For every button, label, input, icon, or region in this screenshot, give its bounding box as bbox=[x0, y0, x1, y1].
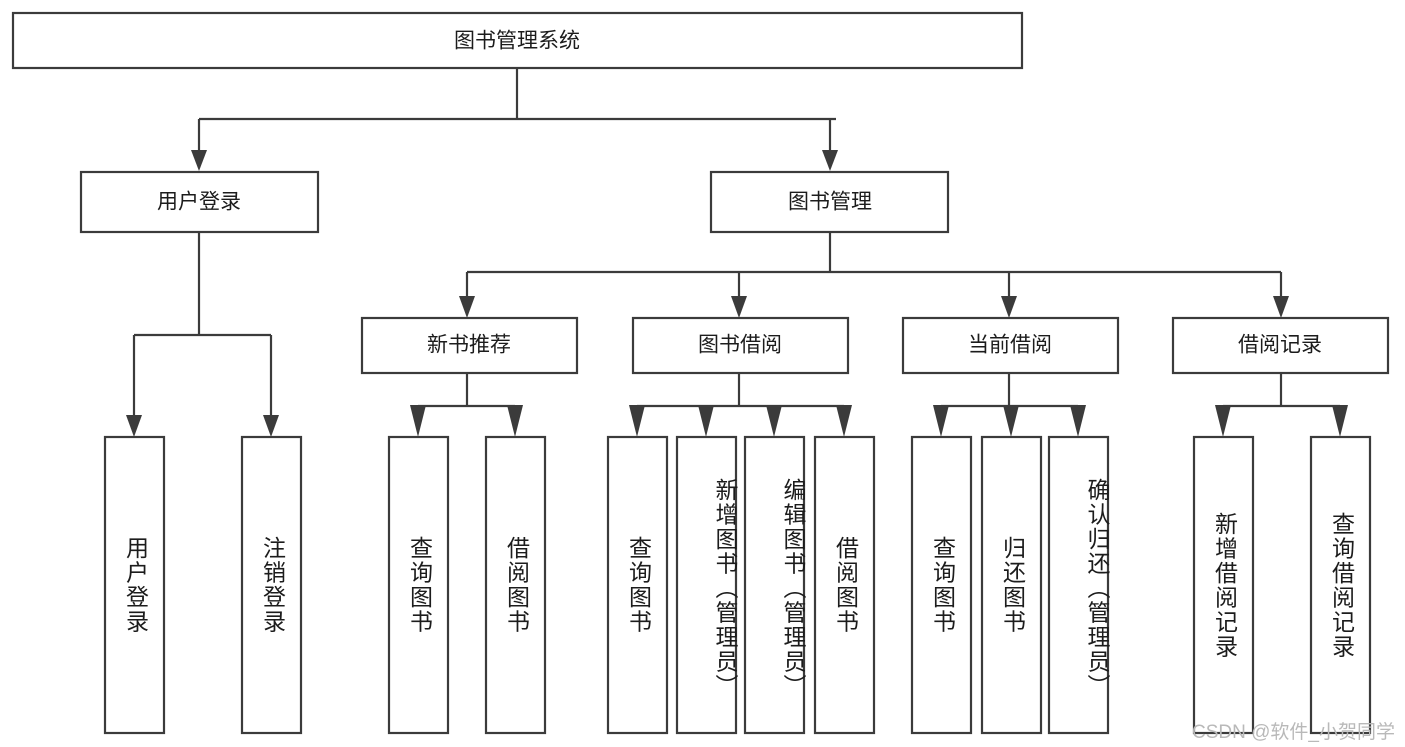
arrowhead-leaf-borrow-book-2 bbox=[836, 405, 852, 437]
arrowhead-leaf-add-book bbox=[698, 405, 714, 437]
arrowhead-leaf-add-record bbox=[1215, 405, 1231, 437]
arrowhead-book-borrow bbox=[731, 296, 747, 318]
arrowhead-borrow-record bbox=[1273, 296, 1289, 318]
watermark-text: CSDN @软件_小贺同学 bbox=[1192, 722, 1395, 743]
node-box-user-login[interactable] bbox=[79, 170, 320, 234]
arrowhead-leaf-query-book-3 bbox=[933, 405, 949, 437]
node-label-borrow-record: 借阅记录 bbox=[1238, 334, 1322, 357]
node-box-leaf-add-book[interactable] bbox=[675, 435, 738, 735]
node-box-leaf-borrow-book-2[interactable] bbox=[813, 435, 876, 735]
node-box-leaf-query-book-1[interactable] bbox=[387, 435, 450, 735]
connector-group-borrow-record bbox=[1215, 373, 1348, 437]
node-box-leaf-query-book-3[interactable] bbox=[910, 435, 973, 735]
node-box-book-borrow[interactable] bbox=[631, 316, 850, 375]
node-box-leaf-query-record[interactable] bbox=[1309, 435, 1372, 735]
arrowhead-leaf-confirm-return bbox=[1070, 405, 1086, 437]
node-label-current-borrow: 当前借阅 bbox=[968, 334, 1052, 357]
node-box-current-borrow[interactable] bbox=[901, 316, 1120, 375]
node-label-new-book-recommend: 新书推荐 bbox=[427, 334, 511, 357]
node-box-leaf-user-logout[interactable] bbox=[240, 435, 303, 735]
arrowhead-current-borrow bbox=[1001, 296, 1017, 318]
node-box-leaf-borrow-book-1[interactable] bbox=[484, 435, 547, 735]
connector-group-book-manage bbox=[459, 232, 1289, 318]
node-box-root[interactable] bbox=[11, 11, 1024, 70]
node-box-borrow-record[interactable] bbox=[1171, 316, 1390, 375]
node-box-new-book-recommend[interactable] bbox=[360, 316, 579, 375]
node-label-book-manage: 图书管理 bbox=[788, 191, 872, 214]
connector-group-book-borrow bbox=[629, 373, 852, 437]
arrowhead-leaf-edit-book bbox=[766, 405, 782, 437]
node-label-book-borrow: 图书借阅 bbox=[698, 334, 782, 357]
arrowhead-user-login bbox=[191, 150, 207, 171]
arrowhead-leaf-return-book bbox=[1003, 405, 1019, 437]
node-box-leaf-return-book[interactable] bbox=[980, 435, 1043, 735]
arrowhead-leaf-borrow-book-1 bbox=[507, 405, 523, 437]
node-box-book-manage[interactable] bbox=[709, 170, 950, 234]
node-box-leaf-add-record[interactable] bbox=[1192, 435, 1255, 735]
node-box-leaf-edit-book[interactable] bbox=[743, 435, 806, 735]
arrowhead-leaf-user-login bbox=[126, 415, 142, 437]
node-box-leaf-confirm-return[interactable] bbox=[1047, 435, 1110, 735]
connector-group-user-login bbox=[126, 232, 279, 437]
node-box-leaf-query-book-2[interactable] bbox=[606, 435, 669, 735]
connector-group-new-book-recommend bbox=[410, 373, 523, 437]
arrowhead-leaf-query-record bbox=[1332, 405, 1348, 437]
connector-group-current-borrow bbox=[933, 373, 1086, 437]
arrowhead-book-manage bbox=[822, 150, 838, 171]
arrowhead-leaf-query-book-2 bbox=[629, 405, 645, 437]
node-box-leaf-user-login[interactable] bbox=[103, 435, 166, 735]
node-label-root: 图书管理系统 bbox=[454, 30, 580, 53]
arrowhead-new-book-recommend bbox=[459, 296, 475, 318]
connector-group-root bbox=[191, 68, 838, 171]
arrowhead-leaf-query-book-1 bbox=[410, 405, 426, 437]
node-label-user-login: 用户登录 bbox=[157, 191, 241, 214]
arrowhead-leaf-user-logout bbox=[263, 415, 279, 437]
